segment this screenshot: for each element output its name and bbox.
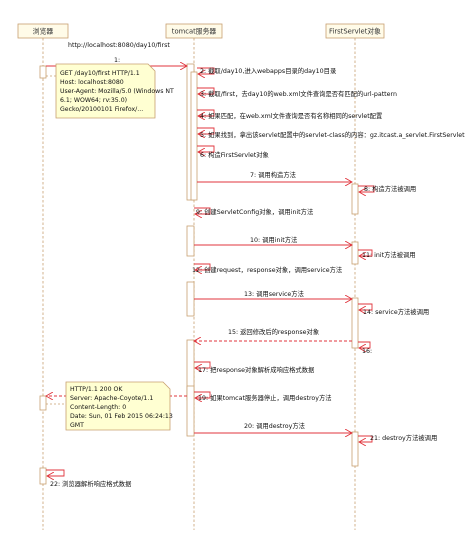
tomcat-activation-1-nested — [190, 71, 198, 201]
msg-4-arrow — [197, 109, 215, 116]
response-note-line-5: GMT — [70, 422, 84, 429]
servlet-activation-3 — [351, 297, 359, 349]
msg-8-arrow — [358, 185, 375, 192]
msg-6-label: 6: 构造FirstServlet对象 — [200, 150, 269, 159]
msg-17-label: 17: 把response对象解析成响应格式数据 — [198, 365, 315, 374]
msg-5-arrow — [197, 127, 215, 134]
request-note-line-4: 6.1; WOW64; rv:35.0) — [60, 97, 127, 104]
msg-11-arrow — [358, 249, 373, 256]
msg-3-arrow — [197, 87, 215, 94]
tomcat-header-label: tomcat服务器 — [172, 27, 217, 36]
msg-19-arrow — [194, 391, 211, 398]
msg-3-label: 3: 截取/first，去day10的web.xml文件查询是否有匹配的url-… — [200, 89, 397, 98]
msg-14-arrow — [358, 303, 373, 310]
response-note-line-4: Date: Sun, 01 Feb 2015 06:24:13 — [70, 413, 173, 420]
request-note-line-5: Gecko/20100101 Firefox/... — [60, 106, 143, 113]
servlet-header-label: FirstServlet对象 — [329, 27, 381, 36]
browser-activation-2 — [39, 395, 47, 411]
servlet-activation-4 — [351, 431, 359, 467]
tomcat-activation-3 — [186, 281, 195, 317]
msg-11-label: 11: init方法被调用 — [362, 250, 416, 259]
msg-21-arrow — [358, 435, 373, 442]
request-note-line-2: Host: localhost:8080 — [60, 79, 124, 86]
msg-16-label: 16: — [362, 348, 372, 355]
request-note-line-3: User-Agent: Mozilla/5.0 (Windows NT — [60, 88, 174, 95]
msg-4-label: 4: 如果匹配，在web.xml文件查询是否有名称相同的servlet配置 — [200, 111, 382, 120]
msg-15-label: 15: 返回修改后的response对象 — [228, 327, 319, 336]
msg-16-arrow — [358, 341, 371, 348]
browser-activation-3 — [39, 467, 47, 485]
response-note-line-1: HTTP/1.1 200 OK — [70, 386, 123, 393]
servlet-activation-2 — [351, 241, 359, 265]
tomcat-activation-5 — [186, 385, 195, 437]
response-note-line-2: Server: Apache-Coyote/1.1 — [70, 395, 153, 402]
msg-17-arrow — [194, 361, 211, 368]
response-note — [65, 381, 171, 431]
msg-10-label: 10: 调用init方法 — [250, 235, 297, 244]
browser-header-label: 浏览器 — [33, 27, 54, 36]
msg-2-arrow — [197, 67, 215, 74]
msg-13-label: 13: 调用service方法 — [244, 289, 304, 298]
request-note-line-1: GET /day10/first HTTP/1.1 — [60, 70, 140, 77]
request-url: http://localhost:8080/day10/first — [68, 42, 170, 49]
msg-1-label: 1: — [114, 57, 120, 64]
request-note — [55, 63, 156, 119]
msg-20-label: 20: 调用destroy方法 — [244, 421, 305, 430]
browser-activation-1 — [39, 65, 47, 79]
msg-7-label: 7: 调用构造方法 — [250, 170, 296, 179]
msg-19-label: 19: 如果tomcat服务器停止，调用destroy方法 — [198, 393, 332, 402]
msg-9-arrow — [194, 207, 211, 214]
msg-9-label: 9: 创建ServletConfig对象，调用init方法 — [196, 207, 313, 216]
msg-22-label: 22: 浏览器解析响应格式数据 — [50, 479, 132, 488]
msg-12-arrow — [194, 263, 211, 270]
msg-21-label: 21: destroy方法被调用 — [370, 433, 437, 442]
msg-6-arrow — [197, 145, 215, 152]
servlet-activation-1 — [351, 183, 359, 215]
msg-22-arrow — [46, 469, 65, 476]
msg-8-label: 8: 构造方法被调用 — [364, 184, 416, 193]
msg-2-label: 2: 截取/day10,进入webapps目录的day10目录 — [200, 66, 336, 75]
msg-12-label: 12: 创建request，response对象，调用service方法 — [192, 265, 342, 274]
response-note-line-3: Content-Length: 0 — [70, 404, 126, 411]
msg-5-label: 5: 如果找到，拿出该servlet配置中的servlet-class的内容：g… — [200, 130, 465, 139]
msg-14-label: 14: service方法被调用 — [363, 307, 429, 316]
tomcat-activation-2 — [186, 225, 195, 257]
